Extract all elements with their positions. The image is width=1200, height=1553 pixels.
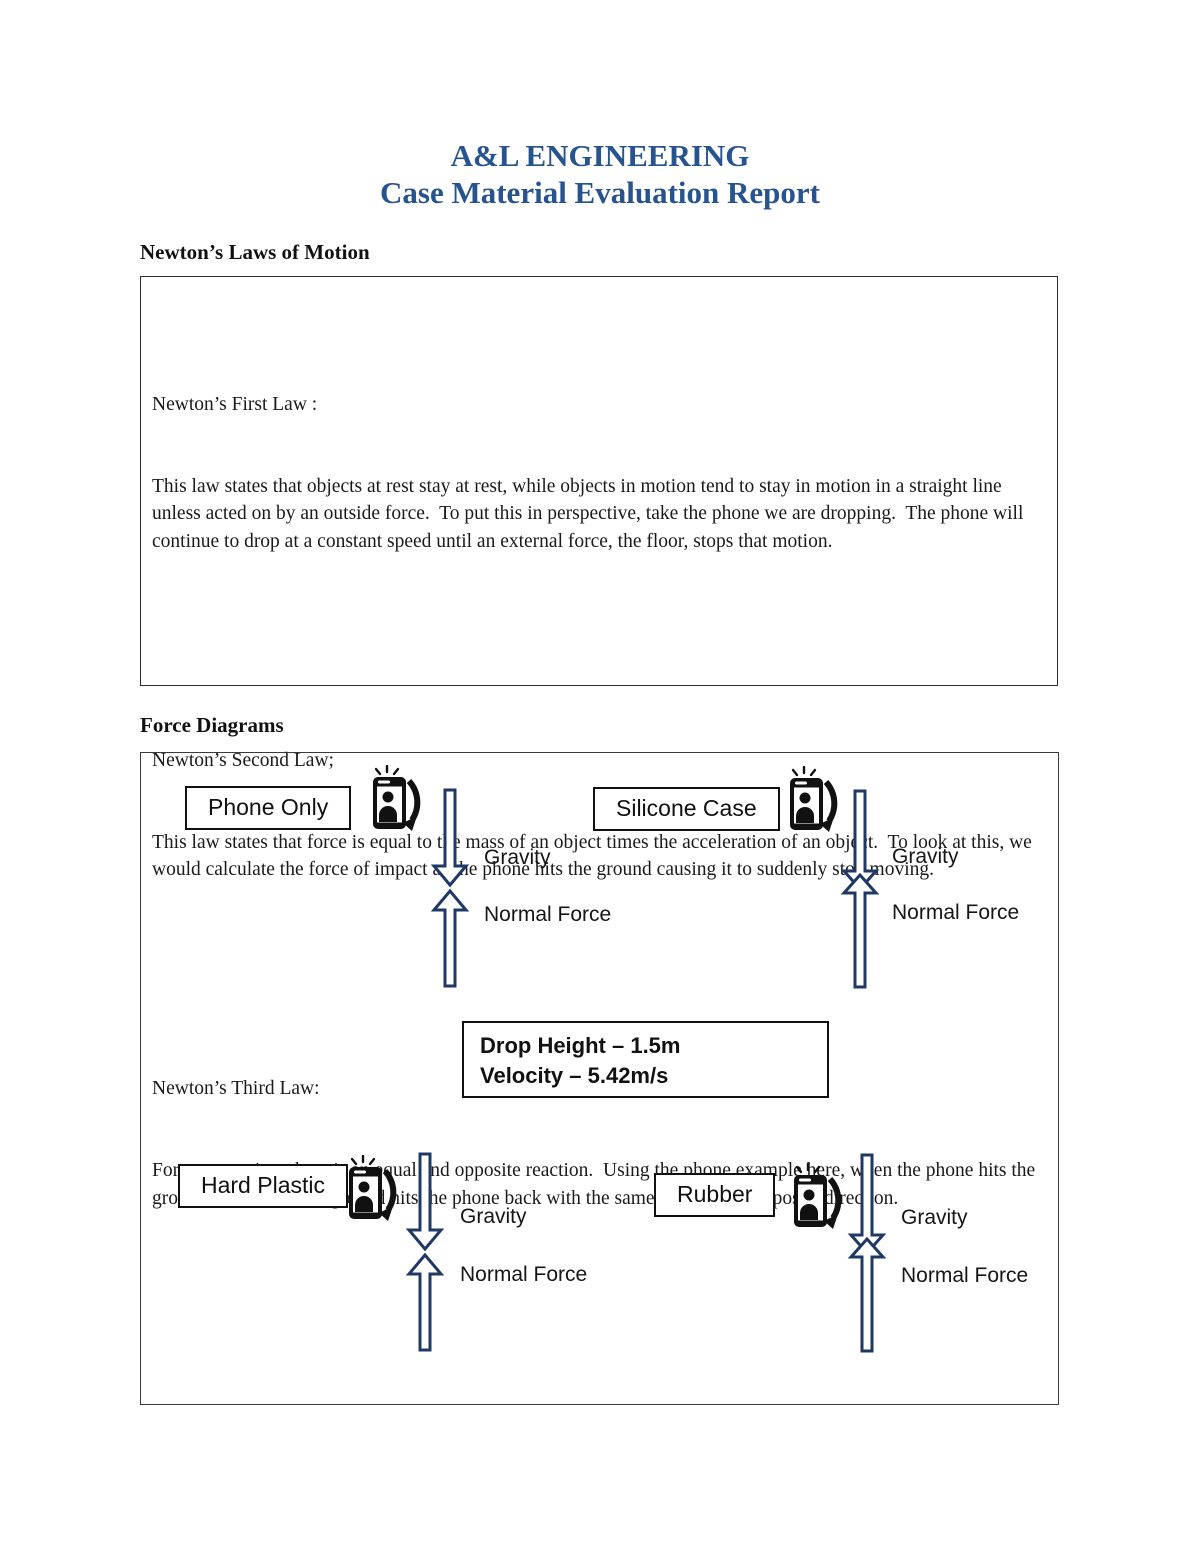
- normal-force-label: Normal Force: [901, 1264, 1029, 1287]
- gravity-label: Gravity: [460, 1205, 527, 1228]
- force-section-heading: Force Diagrams: [140, 713, 284, 737]
- gravity-normal-arrows-meet: [405, 1152, 445, 1352]
- normal-force-label: Normal Force: [460, 1263, 588, 1286]
- silicone-case-label-box: Silicone Case: [593, 787, 780, 831]
- second-law-body: This law states that force is equal to t…: [152, 831, 1037, 881]
- gravity-label: Gravity: [901, 1206, 968, 1229]
- gravity-arrow-down: [430, 788, 470, 888]
- normal-force-arrow-up: [847, 1236, 887, 1353]
- first-law-paragraph: Newton’s First Law : This law states tha…: [152, 336, 1046, 610]
- drop-height-value: Drop Height – 1.5m: [480, 1033, 681, 1058]
- force-diagram-canvas: Phone Only Gravity Normal Force Silicone…: [140, 752, 1059, 1405]
- normal-force-label: Normal Force: [892, 901, 1020, 924]
- laws-section-heading: Newton’s Laws of Motion: [140, 240, 370, 264]
- falling-phone-icon: [794, 1163, 842, 1229]
- report-title-line1: A&L ENGINEERING: [450, 138, 750, 173]
- normal-force-arrow-up: [405, 1252, 445, 1352]
- laws-text-box: Newton’s First Law : This law states tha…: [140, 276, 1058, 1209]
- velocity-value: Velocity – 5.42m/s: [480, 1063, 669, 1088]
- third-law-heading: Newton’s Third Law:: [152, 1077, 320, 1099]
- gravity-label: Gravity: [484, 846, 551, 869]
- report-title-line2: Case Material Evaluation Report: [380, 175, 820, 210]
- gravity-arrow-down: [847, 1153, 887, 1256]
- gravity-normal-arrows-crossed: [840, 789, 880, 989]
- normal-force-arrow-up: [840, 872, 880, 989]
- normal-force-label: Normal Force: [484, 903, 612, 926]
- second-law-heading: Newton’s Second Law;: [152, 749, 334, 771]
- falling-phone-icon: [373, 765, 421, 831]
- rubber-label-box: Rubber: [654, 1173, 776, 1217]
- gravity-normal-arrows-meet: [430, 788, 470, 988]
- first-law-body: This law states that objects at rest sta…: [152, 475, 1029, 552]
- gravity-normal-arrows-crossed: [847, 1153, 887, 1353]
- phone-only-label-box: Phone Only: [185, 786, 352, 830]
- falling-phone-icon: [349, 1155, 397, 1221]
- first-law-heading: Newton’s First Law :: [152, 393, 318, 415]
- normal-force-arrow-up: [430, 888, 470, 988]
- second-law-paragraph: Newton’s Second Law; This law states tha…: [152, 692, 1046, 939]
- gravity-arrow-down: [840, 789, 880, 892]
- gravity-arrow-down: [405, 1152, 445, 1252]
- gravity-label: Gravity: [892, 845, 959, 868]
- hard-plastic-label-box: Hard Plastic: [178, 1164, 348, 1208]
- falling-phone-icon: [790, 766, 838, 832]
- drop-parameters-box: Drop Height – 1.5m Velocity – 5.42m/s: [462, 1021, 829, 1098]
